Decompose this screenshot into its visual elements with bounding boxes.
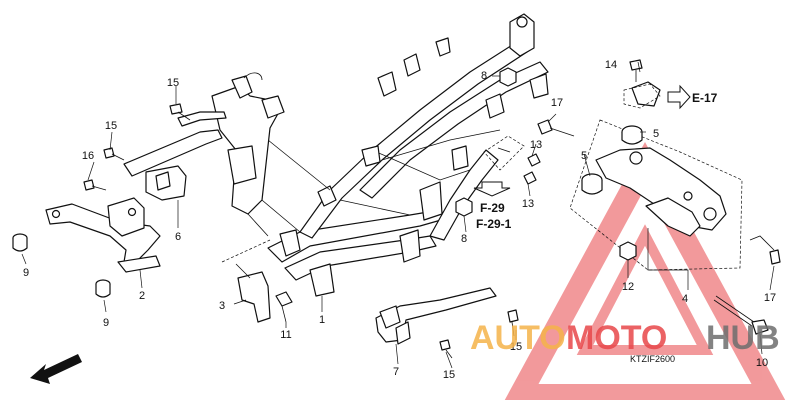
front-direction-arrow: FR.	[30, 351, 82, 384]
rubber-mount-lower	[581, 173, 603, 195]
callout-12: 12	[622, 281, 634, 293]
callout-15-bottom: 15	[443, 369, 455, 381]
callout-labels: 1 2 3 4 5 5 6 7 8 8 9 9 10 11 12 13 13 1…	[23, 59, 776, 381]
watermark-word-2: MOTO	[566, 319, 667, 357]
callout-15-right: 15	[510, 341, 522, 353]
callout-16: 16	[82, 150, 94, 162]
nut-upper	[499, 67, 517, 87]
arrow-right-icon	[667, 84, 691, 110]
collar-lower	[95, 279, 111, 298]
bolt-15-d	[507, 309, 519, 337]
callout-5-upper: 5	[653, 128, 659, 140]
callout-2: 2	[139, 290, 145, 302]
main-frame	[249, 13, 549, 297]
reference-labels: E-17 F-29 F-29-1	[476, 91, 718, 231]
callout-6: 6	[175, 231, 181, 243]
nut-12	[619, 241, 637, 261]
callout-1: 1	[319, 314, 325, 326]
nut-lower	[455, 197, 473, 217]
part-3-bracket	[221, 239, 271, 323]
bolt-11	[275, 291, 293, 323]
callout-8-lower: 8	[461, 233, 467, 245]
callout-14: 14	[605, 59, 617, 71]
part-4-hanger	[569, 119, 743, 290]
callout-3: 3	[219, 300, 225, 312]
callout-8-upper: 8	[481, 70, 487, 82]
callout-17-lower: 17	[764, 292, 776, 304]
watermark-word-3: HUB	[706, 319, 780, 357]
rubber-mount-upper	[621, 125, 643, 145]
bolt-17-a	[537, 119, 575, 137]
bolt-15-a	[169, 103, 191, 121]
reference-e17: E-17	[692, 91, 718, 105]
callout-5-lower: 5	[581, 150, 587, 162]
part-6-bracket	[145, 72, 285, 237]
callout-13-lower: 13	[522, 198, 534, 210]
callout-15-top: 15	[167, 77, 179, 89]
watermark-inner-triangle-icon	[576, 224, 714, 355]
reference-f29: F-29	[480, 201, 505, 215]
collar-upper	[12, 233, 28, 252]
bolt-17-b	[749, 235, 781, 265]
bolt-16	[83, 179, 107, 191]
callout-13-upper: 13	[530, 139, 542, 151]
reference-box-f29	[473, 135, 525, 197]
diagram-code: KTZIF2600	[630, 354, 675, 364]
watermark-triangle-icon	[504, 141, 786, 400]
callout-17-upper: 17	[551, 97, 563, 109]
clip-13	[523, 153, 541, 185]
watermark-logo	[504, 141, 786, 400]
fr-arrow-icon	[30, 354, 82, 384]
watermark-text: AUTO MOTO HUB	[470, 319, 780, 357]
leader-lines	[21, 61, 775, 369]
reference-arrow-e17	[623, 83, 691, 110]
callout-7: 7	[393, 366, 399, 378]
part-2-bracket	[45, 197, 161, 273]
callout-9-upper: 9	[23, 267, 29, 279]
callout-11: 11	[280, 329, 291, 341]
reference-f29-1: F-29-1	[476, 217, 512, 231]
callout-10: 10	[756, 357, 768, 369]
callout-4: 4	[682, 293, 688, 305]
callout-15-left: 15	[105, 120, 117, 132]
callout-9-lower: 9	[103, 317, 109, 329]
bolt-15-c	[439, 339, 453, 359]
part-7-stay	[375, 287, 497, 345]
bolt-10	[713, 295, 769, 335]
watermark-word-1: AUTO	[470, 319, 566, 357]
stay-bar	[123, 111, 227, 177]
bolt-15-b	[103, 147, 125, 161]
